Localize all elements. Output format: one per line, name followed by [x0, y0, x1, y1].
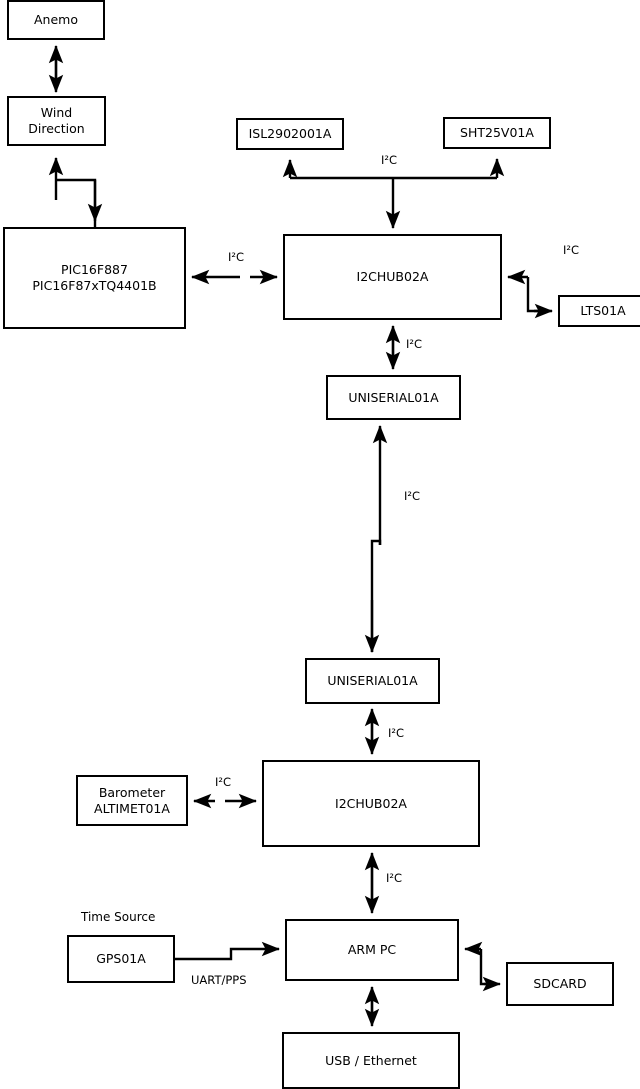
node-barometer-altimet01a-label: Barometer ALTIMET01A — [94, 784, 170, 816]
node-i2chub02a-top-label: I2CHUB02A — [356, 269, 429, 285]
node-gps01a[interactable]: GPS01A — [67, 935, 175, 983]
node-pic-microcontroller[interactable]: PIC16F887 PIC16F87xTQ4401B — [3, 227, 186, 329]
node-arm-pc-label: ARM PC — [347, 942, 397, 958]
node-uniserial01a-bottom-label: UNISERIAL01A — [327, 673, 418, 689]
node-sdcard[interactable]: SDCARD — [506, 962, 614, 1006]
node-sht25v01a-label: SHT25V01A — [460, 125, 534, 141]
node-uniserial01a-top-label: UNISERIAL01A — [348, 389, 439, 405]
edge-label-i2c-uniserial-link: I²C — [404, 489, 421, 503]
node-barometer-altimet01a[interactable]: Barometer ALTIMET01A — [76, 775, 188, 826]
node-isl2902001a[interactable]: ISL2902001A — [236, 118, 344, 150]
edge-pic-wind-elbow — [56, 178, 97, 227]
node-wind-direction[interactable]: Wind Direction — [7, 96, 106, 146]
node-i2chub02a-bottom[interactable]: I2CHUB02A — [262, 760, 480, 847]
edge-uniserial-link-elbow — [370, 539, 382, 652]
node-gps01a-label: GPS01A — [96, 951, 146, 967]
node-i2chub02a-bottom-label: I2CHUB02A — [335, 795, 407, 811]
node-uniserial01a-bottom[interactable]: UNISERIAL01A — [305, 658, 440, 704]
node-arm-pc[interactable]: ARM PC — [285, 919, 459, 981]
edge-sdcard-elbow — [479, 949, 496, 986]
node-usb-ethernet[interactable]: USB / Ethernet — [282, 1032, 460, 1089]
node-pic-microcontroller-label: PIC16F887 PIC16F87xTQ4401B — [32, 262, 157, 293]
node-lts01a[interactable]: LTS01A — [558, 295, 640, 327]
edge-label-i2c-top-sensors: I²C — [381, 153, 398, 167]
edge-label-i2c-hub2-arm: I²C — [386, 871, 403, 885]
edge-gps-arm — [175, 941, 280, 961]
edge-label-i2c-hub-lts: I²C — [563, 243, 580, 257]
node-anemo-label: Anemo — [34, 12, 78, 28]
node-usb-ethernet-label: USB / Ethernet — [325, 1052, 417, 1068]
node-lts01a-label: LTS01A — [580, 303, 626, 319]
edge-label-uart-pps: UART/PPS — [191, 973, 247, 987]
node-isl2902001a-label: ISL2902001A — [248, 126, 332, 142]
node-wind-direction-label: Wind Direction — [28, 105, 85, 136]
annotation-time-source: Time Source — [81, 910, 156, 924]
edge-label-i2c-uniserial-hub2: I²C — [388, 726, 405, 740]
node-i2chub02a-top[interactable]: I2CHUB02A — [283, 234, 502, 320]
node-sdcard-label: SDCARD — [533, 976, 587, 992]
node-anemo[interactable]: Anemo — [7, 0, 105, 40]
edge-label-i2c-pic-hub: I²C — [228, 250, 245, 264]
edge-label-i2c-barometer-hub2: I²C — [215, 775, 232, 789]
edge-lts-elbow — [526, 277, 548, 313]
edge-label-i2c-hub-uniserial: I²C — [406, 337, 423, 351]
node-sht25v01a[interactable]: SHT25V01A — [443, 117, 551, 149]
node-uniserial01a-top[interactable]: UNISERIAL01A — [326, 375, 461, 420]
